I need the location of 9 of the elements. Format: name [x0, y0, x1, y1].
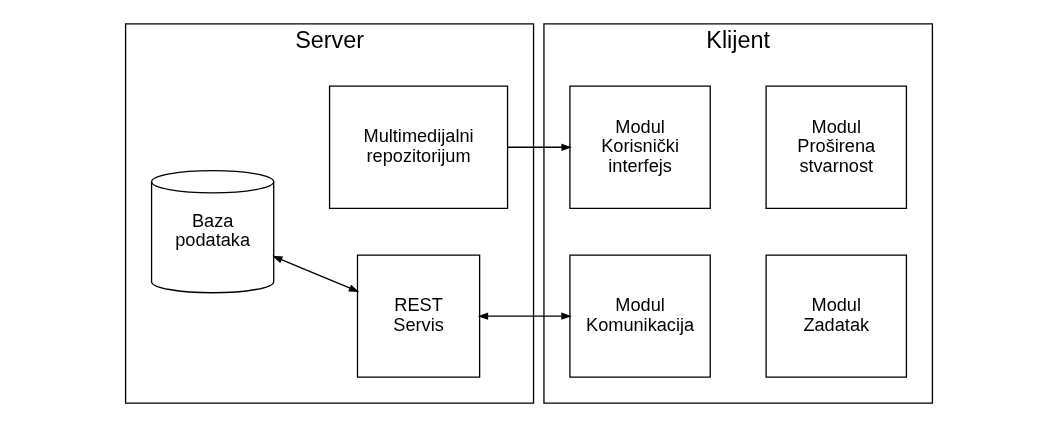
node-box: Modul Proširena stvarnost [764, 85, 907, 209]
node-box: Multimedijalni repozitorijum [328, 85, 508, 209]
arrow [506, 143, 572, 151]
node-box: Modul Zadatak [764, 254, 907, 378]
node-box: Modul Komunikacija [568, 254, 711, 378]
node-box: REST Servis [356, 254, 480, 378]
arrow [477, 312, 572, 320]
arrow [271, 255, 359, 293]
node-box: Modul Korisnički interfejs [568, 85, 711, 209]
